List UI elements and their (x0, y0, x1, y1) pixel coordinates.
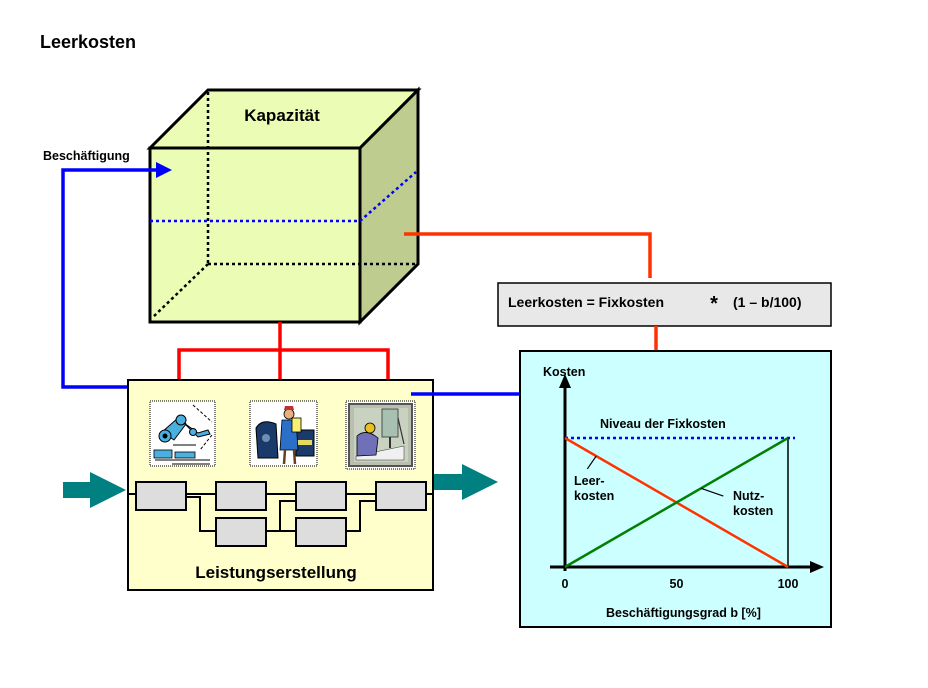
series-label-leerkosten: kosten (574, 489, 614, 503)
process-step (295, 517, 347, 547)
leerkosten-leader (586, 455, 597, 470)
process-step (375, 481, 427, 511)
series-line-nutzkosten (564, 436, 789, 569)
capacity-cube: Kapazität (146, 86, 422, 326)
process-box: Leistungserstellung (127, 379, 434, 591)
employment-label: Beschäftigung (43, 149, 130, 163)
y-axis-arrow-icon (559, 374, 571, 388)
utilization-level-line (359, 171, 417, 222)
formula-box: Leerkosten = Fixkosten * (1 – b/100) (497, 282, 832, 327)
series-label-nutzkosten: Nutz- (733, 489, 764, 503)
y-axis-label: Kosten (543, 365, 585, 379)
x-axis-label: Beschäftigungsgrad b [%] (606, 606, 761, 620)
formula-operator: * (710, 293, 718, 315)
x-axis-arrow-icon (810, 561, 824, 573)
robot-arm-icon (149, 400, 216, 467)
worker-machine-icon (249, 400, 318, 467)
chart-background (519, 350, 832, 628)
cost-chart: Kosten Beschäftigungsgrad b [%] Niveau d… (519, 350, 832, 628)
process-step (215, 517, 267, 547)
output-arrow-icon (434, 464, 498, 500)
cube-label: Kapazität (244, 106, 320, 125)
cube-to-formula-connector (404, 232, 652, 278)
cube-front-face (148, 146, 362, 324)
process-label: Leistungserstellung (195, 563, 357, 582)
page-title: Leerkosten (40, 32, 136, 52)
cube-hidden-edge (151, 263, 209, 319)
nutzkosten-leader (700, 487, 724, 497)
x-tick-label: 50 (670, 577, 684, 591)
process-step (295, 481, 347, 511)
employment-arrow (61, 168, 158, 389)
x-tick-label: 0 (562, 577, 569, 591)
fixed-cost-level-label: Niveau der Fixkosten (600, 417, 726, 431)
worker-drill-icon (345, 400, 416, 470)
formula-right: (1 – b/100) (733, 294, 801, 310)
arrow-head-icon (156, 162, 172, 178)
process-step (135, 481, 187, 511)
process-step (215, 481, 267, 511)
x-tick-label: 100 (778, 577, 799, 591)
input-arrow-icon (63, 472, 126, 508)
formula-left: Leerkosten = Fixkosten (508, 294, 664, 310)
series-label-nutzkosten: kosten (733, 504, 773, 518)
series-label-leerkosten: Leer- (574, 474, 605, 488)
